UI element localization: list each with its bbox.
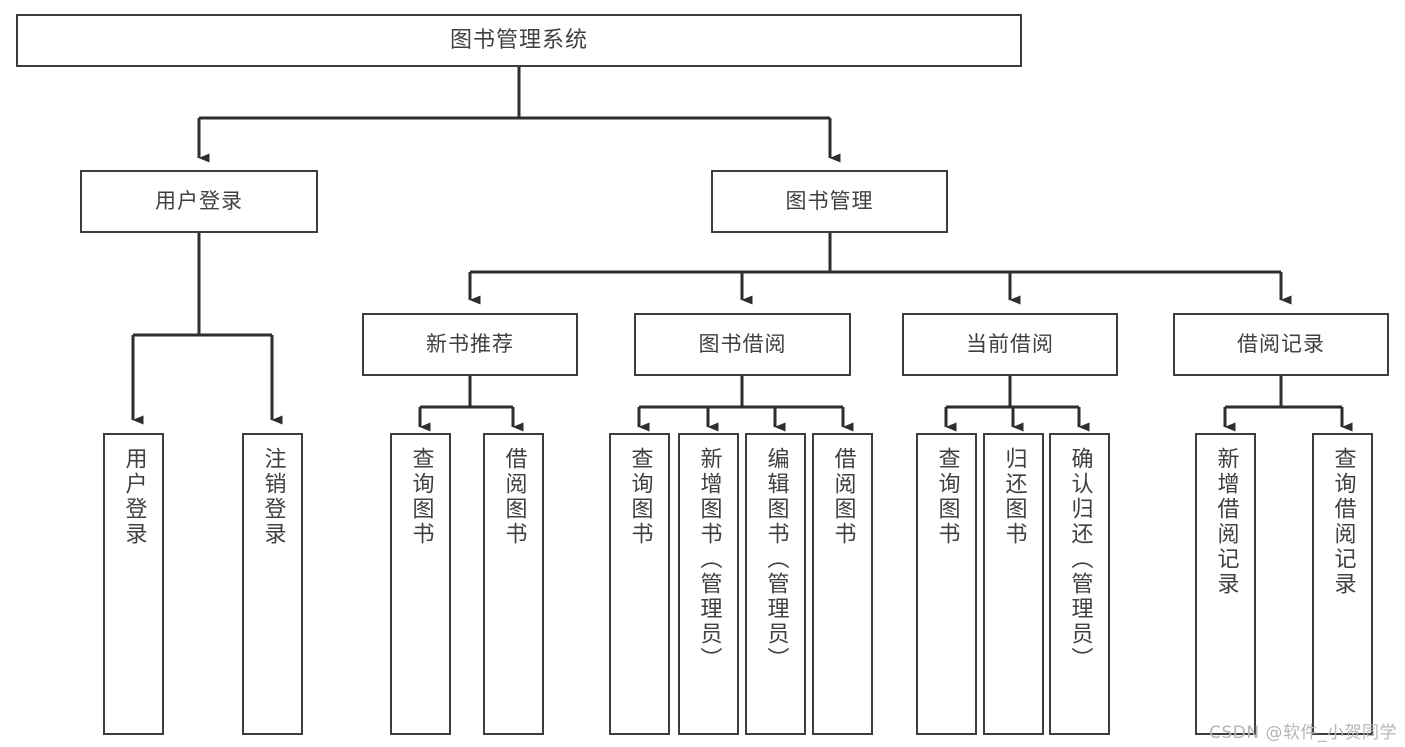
node-label: 新增借阅记录 — [1213, 447, 1239, 597]
node-user-login[interactable]: 用户登录 — [80, 170, 318, 233]
node-label: 查询图书 — [627, 447, 653, 547]
node-label: 新增图书（管理员） — [696, 447, 722, 672]
leaf-borrow-records-query-record[interactable]: 查询借阅记录 — [1312, 433, 1373, 735]
node-label: 图书管理 — [785, 189, 874, 214]
node-label: 确认归还（管理员） — [1067, 447, 1093, 672]
node-label: 编辑图书（管理员） — [763, 447, 789, 672]
leaf-new-book-query-book[interactable]: 查询图书 — [390, 433, 451, 735]
node-label: 归还图书 — [1001, 447, 1027, 547]
node-root-book-management-system[interactable]: 图书管理系统 — [16, 14, 1022, 67]
node-label: 新书推荐 — [426, 332, 514, 357]
leaf-book-borrow-edit-book-admin[interactable]: 编辑图书（管理员） — [745, 433, 806, 735]
node-label: 查询图书 — [934, 447, 960, 547]
node-label: 当前借阅 — [966, 332, 1054, 357]
leaf-borrow-records-add-record[interactable]: 新增借阅记录 — [1195, 433, 1256, 735]
node-label: 借阅图书 — [830, 447, 856, 547]
leaf-book-borrow-add-book-admin[interactable]: 新增图书（管理员） — [678, 433, 739, 735]
node-new-book-recommend[interactable]: 新书推荐 — [362, 313, 578, 376]
node-label: 借阅记录 — [1237, 332, 1325, 357]
csdn-watermark: CSDN @软件_小贺同学 — [1209, 723, 1397, 743]
leaf-user-login-logout[interactable]: 注销登录 — [242, 433, 303, 735]
node-book-management[interactable]: 图书管理 — [711, 170, 948, 233]
node-book-borrow[interactable]: 图书借阅 — [634, 313, 851, 376]
node-label: 图书管理系统 — [449, 27, 588, 53]
leaf-current-borrow-confirm-return-admin[interactable]: 确认归还（管理员） — [1049, 433, 1110, 735]
leaf-user-login-login[interactable]: 用户登录 — [103, 433, 164, 735]
node-label: 图书借阅 — [698, 332, 787, 357]
node-label: 查询借阅记录 — [1330, 447, 1356, 597]
node-label: 借阅图书 — [501, 447, 527, 547]
leaf-current-borrow-return-book[interactable]: 归还图书 — [983, 433, 1044, 735]
node-label: 查询图书 — [408, 447, 434, 547]
node-label: 用户登录 — [155, 189, 243, 214]
leaf-book-borrow-query-book[interactable]: 查询图书 — [609, 433, 670, 735]
node-borrow-records[interactable]: 借阅记录 — [1173, 313, 1389, 376]
node-current-borrow[interactable]: 当前借阅 — [902, 313, 1118, 376]
leaf-new-book-borrow-book[interactable]: 借阅图书 — [483, 433, 544, 735]
node-label: 用户登录 — [121, 447, 147, 547]
node-label: 注销登录 — [260, 447, 286, 547]
leaf-book-borrow-borrow-book[interactable]: 借阅图书 — [812, 433, 873, 735]
leaf-current-borrow-query-book[interactable]: 查询图书 — [916, 433, 977, 735]
